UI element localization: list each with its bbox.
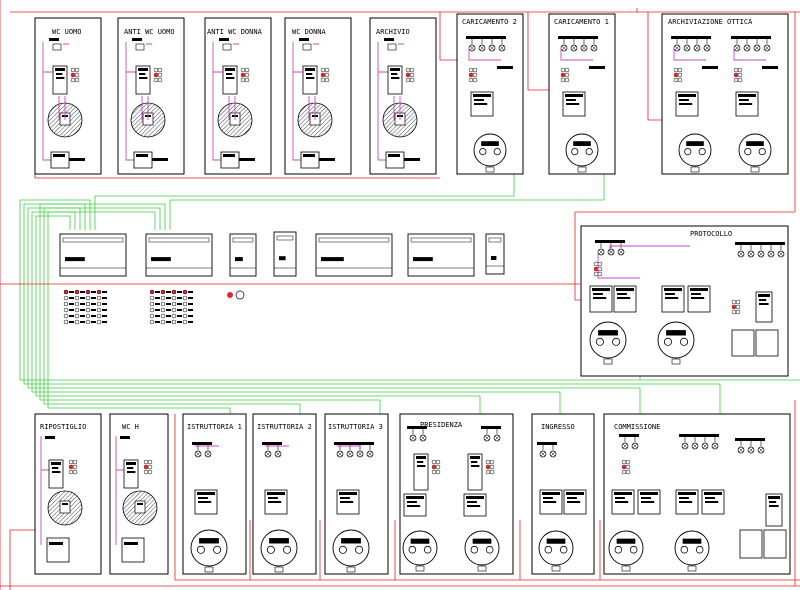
- room-devices-istruttoria-2: [260, 442, 298, 573]
- room-devices-top-2: [212, 38, 255, 169]
- room-devices-bottom-bath-1: [115, 436, 158, 563]
- room-wc-donna: WC DONNA: [284, 17, 352, 175]
- room-devices-top-0: [42, 38, 85, 169]
- central-control-panel: [59, 231, 505, 325]
- room-devices-top-1: [125, 38, 168, 169]
- room-label-presidenza: PRESIDENZA: [420, 421, 463, 429]
- room-devices-top-3: [292, 38, 335, 169]
- terminal-array-0: [63, 289, 107, 325]
- room-label-istruttoria-1: ISTRUTTORIA 1: [187, 423, 242, 431]
- control-unit-2: [145, 233, 213, 277]
- room-label-anti-wc-donna: ANTI WC DONNA: [207, 28, 263, 36]
- relay-module: [485, 233, 505, 275]
- room-devices-archiviazione-left: [671, 36, 718, 173]
- power-supply-2: [273, 231, 297, 277]
- room-label-caricamento-1: CARICAMENTO 1: [554, 18, 609, 26]
- room-devices-archiviazione-right: [731, 36, 778, 173]
- room-devices-bottom-bath-0: [40, 436, 83, 563]
- room-wc-uomo: WC UOMO: [34, 17, 102, 175]
- panel-switch: [227, 290, 245, 300]
- room-anti-wc-uomo: ANTI WC UOMO: [117, 17, 185, 175]
- room-label-commissione: COMMISSIONE: [614, 423, 660, 431]
- interface-module-1: [315, 233, 393, 277]
- control-unit-1: [59, 233, 127, 277]
- room-label-archivio: ARCHIVIO: [376, 28, 410, 36]
- room-label-ripostiglio: RIPOSTIGLIO: [40, 423, 86, 431]
- room-label-istruttoria-3: ISTRUTTORIA 3: [328, 423, 383, 431]
- room-label-wc-donna: WC DONNA: [292, 28, 327, 36]
- room-label-wc-h: WC H: [122, 423, 139, 431]
- room-label-ingresso: INGRESSO: [541, 423, 575, 431]
- room-devices-caricamento-1: [558, 36, 605, 173]
- terminal-array-1: [149, 289, 193, 325]
- room-devices-protocollo: [589, 240, 785, 365]
- room-devices-presidenza: [402, 426, 501, 572]
- room-label-archiviazione-ottica: ARCHIVIAZIONE OTTICA: [668, 18, 753, 26]
- room-devices-istruttoria-1: [190, 442, 228, 573]
- room-devices-istruttoria-3: [332, 442, 374, 573]
- room-devices-ingresso: [537, 442, 587, 572]
- room-label-caricamento-2: CARICAMENTO 2: [462, 18, 517, 26]
- room-archivio: ARCHIVIO: [369, 17, 437, 175]
- device-symbols: [40, 36, 787, 573]
- room-label-wc-uomo: WC UOMO: [52, 28, 82, 36]
- power-supply-1: [229, 233, 257, 277]
- room-anti-wc-donna: ANTI WC DONNA: [204, 17, 272, 175]
- room-label-protocollo: PROTOCOLLO: [690, 230, 732, 238]
- room-devices-caricamento-2: [466, 36, 513, 173]
- room-label-istruttoria-2: ISTRUTTORIA 2: [257, 423, 312, 431]
- interface-module-2: [407, 233, 475, 277]
- room-devices-commissione: [608, 434, 787, 572]
- room-label-anti-wc-uomo: ANTI WC UOMO: [124, 28, 175, 36]
- room-devices-top-4: [377, 38, 420, 169]
